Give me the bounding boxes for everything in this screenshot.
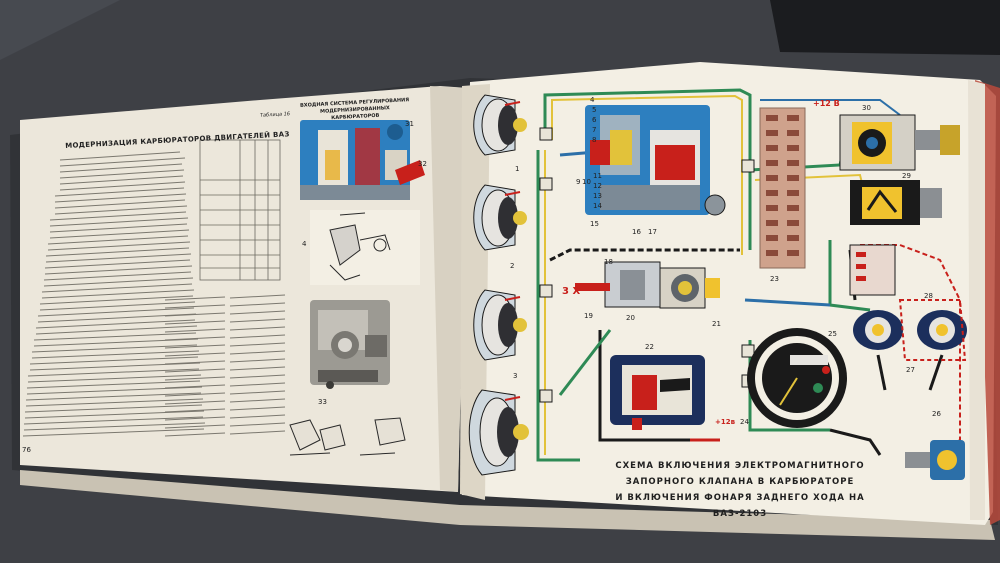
part-number: 14 [593, 202, 602, 210]
part-number: 8 [592, 136, 597, 144]
part-number: 29 [902, 172, 911, 180]
connector-block-figure [849, 244, 896, 296]
speedometer-figure [747, 328, 847, 428]
legend-list [164, 294, 286, 437]
figure-label: 31 [405, 120, 414, 128]
detail-sketches [289, 417, 406, 456]
carburetor-3d-figure [310, 300, 390, 389]
caption-line-1: СХЕМА ВКЛЮЧЕНИЯ ЭЛЕКТРОМАГНИТНОГО ЗАПОРН… [615, 461, 865, 487]
part-number: 24 [740, 418, 749, 426]
part-number: 27 [906, 366, 915, 374]
part-number: 10 [582, 178, 591, 186]
part-number: 23 [770, 275, 779, 283]
part-number: 7 [592, 126, 597, 134]
part-number: 25 [828, 330, 837, 338]
part-number: 12 [593, 182, 602, 190]
rear-lamp-figure [853, 299, 967, 391]
spec-table [199, 139, 281, 281]
part-number: 6 [592, 116, 597, 124]
part-number: 21 [712, 320, 721, 328]
linkage-sketch [310, 210, 420, 285]
page-number: 76 [22, 446, 31, 454]
part-number: 26 [932, 410, 941, 418]
part-number: 17 [648, 228, 657, 236]
part-number: 19 [584, 312, 593, 320]
relay-figure [610, 355, 705, 430]
figure-label: 32 [418, 160, 427, 168]
part-number: 18 [604, 258, 613, 266]
part-number: 20 [626, 314, 635, 322]
part-number: 9 [576, 178, 581, 186]
figure-label: 4 [302, 240, 307, 248]
part-number: 1 [515, 165, 520, 173]
voltage-label: +12в [715, 418, 736, 426]
left-text-column [22, 151, 206, 437]
carburetor-valve-figure [585, 105, 726, 216]
part-number: 2 [510, 262, 515, 270]
arrow-label-3x: 3 Х [562, 286, 581, 297]
ignition-switch-figure [839, 114, 960, 171]
part-number: 13 [593, 192, 602, 200]
fuse-block-figure [759, 107, 806, 269]
part-number: 28 [924, 292, 933, 300]
part-number: 5 [592, 106, 597, 114]
part-number: 15 [590, 220, 599, 228]
diagram-caption: СХЕМА ВКЛЮЧЕНИЯ ЭЛЕКТРОМАГНИТНОГО ЗАПОРН… [590, 458, 890, 522]
relay-29-figure [850, 180, 942, 225]
part-number: 22 [645, 343, 654, 351]
part-number: 16 [632, 228, 641, 236]
carburetor-cutaway-figure [300, 120, 425, 200]
headlamp-column [468, 94, 529, 476]
figure-label: 33 [318, 398, 327, 406]
voltage-label: +12 В [813, 99, 840, 108]
part-number: 3 [513, 372, 518, 380]
harness-connectors [539, 127, 755, 403]
caption-line-2: И ВКЛЮЧЕНИЯ ФОНАРЯ ЗАДНЕГО ХОДА НА ВАЗ-2… [615, 493, 865, 519]
reverse-light-switch-figure [575, 261, 720, 309]
part-number: 11 [593, 172, 602, 180]
part-number: 4 [590, 96, 595, 104]
part-number: 30 [862, 104, 871, 112]
reverse-lamp-figure [905, 440, 965, 480]
